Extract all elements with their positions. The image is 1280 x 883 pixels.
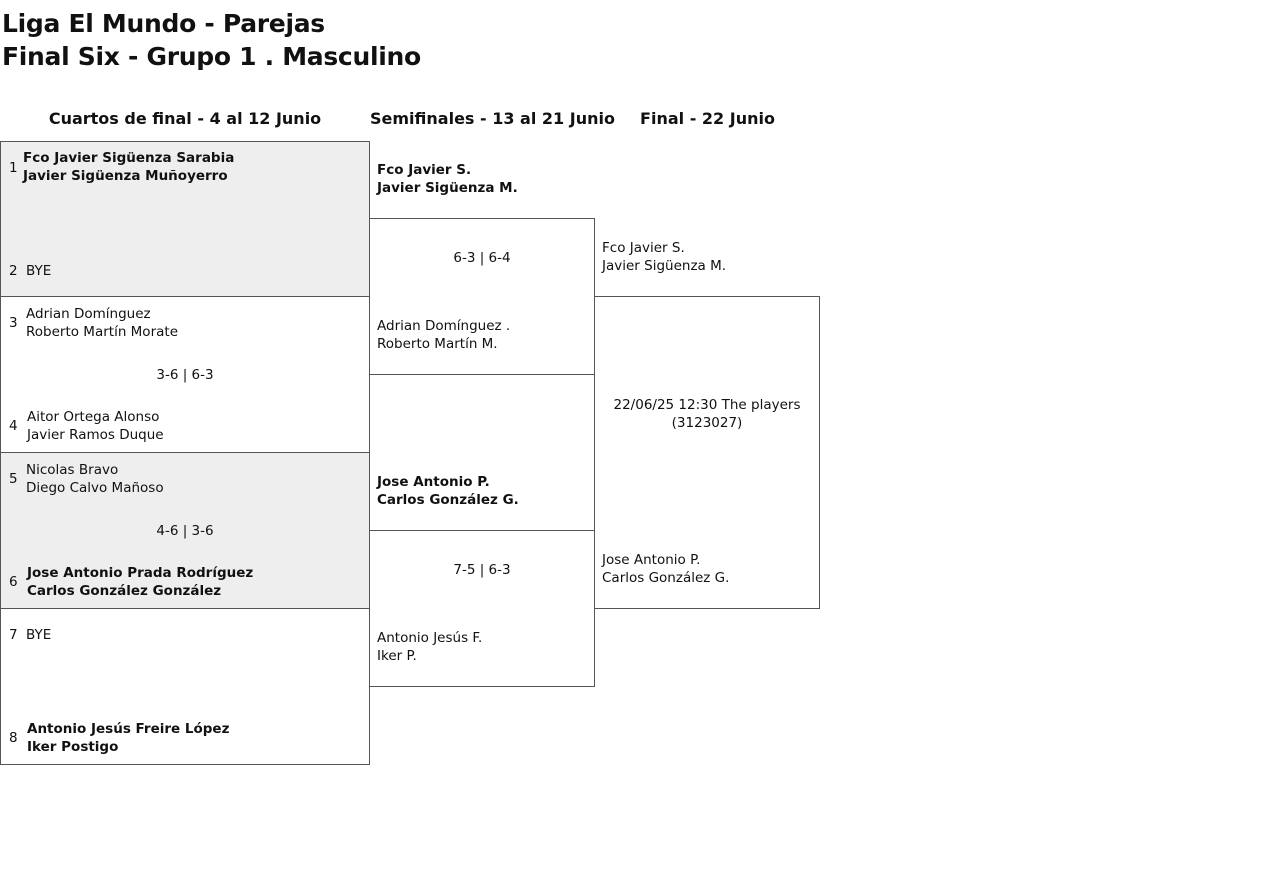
round-header-quarters: Cuartos de final - 4 al 12 Junio — [48, 109, 322, 128]
match-score: 6-3 | 6-4 — [453, 250, 511, 266]
player-name: Jose Antonio P. — [377, 474, 490, 490]
player-name: Iker Postigo — [27, 739, 119, 755]
player-name: Fco Javier Sigüenza Sarabia — [23, 150, 235, 166]
player-name: Jose Antonio P. — [602, 552, 701, 568]
player-name: Javier Sigüenza Muñoyerro — [23, 168, 228, 184]
player-name: Roberto Martín Morate — [26, 324, 178, 340]
player-name: Adrian Domínguez . — [377, 318, 511, 334]
semi-2-top-team[interactable]: Jose Antonio P. Carlos González G. — [377, 473, 519, 509]
page-subtitle: Final Six - Grupo 1 . Masculino — [2, 42, 421, 71]
team-name[interactable]: Adrian Domínguez . Roberto Martín M. — [377, 317, 510, 353]
final-match[interactable]: 22/06/25 12:30 The players (3123027) Jos… — [594, 296, 820, 609]
player-name: Iker P. — [377, 648, 417, 664]
player-name: Antonio Jesús Freire López — [27, 721, 230, 737]
semi-match-2[interactable]: 7-5 | 6-3 Antonio Jesús F. Iker P. — [369, 530, 595, 687]
quarter-match-3[interactable]: 5 Nicolas Bravo Diego Calvo Mañoso 4-6 |… — [0, 452, 370, 609]
team-name[interactable]: Fco Javier Sigüenza Sarabia Javier Sigüe… — [23, 149, 234, 185]
player-name: Carlos González G. — [602, 570, 730, 586]
seed-number: 8 — [9, 730, 18, 746]
quarter-match-4[interactable]: 7 BYE 8 Antonio Jesús Freire López Iker … — [0, 608, 370, 765]
player-name: Antonio Jesús F. — [377, 630, 483, 646]
player-name: Fco Javier S. — [377, 162, 472, 178]
match-score: 4-6 | 3-6 — [156, 523, 214, 539]
team-name[interactable]: Jose Antonio P. Carlos González G. — [602, 551, 729, 587]
player-name: Javier Sigüenza M. — [602, 258, 727, 274]
player-name: Jose Antonio Prada Rodríguez — [27, 565, 254, 581]
page-title: Liga El Mundo - Parejas — [2, 9, 325, 38]
player-name: Nicolas Bravo — [26, 462, 119, 478]
player-name: Carlos González González — [27, 583, 222, 599]
team-name[interactable]: Adrian Domínguez Roberto Martín Morate — [26, 305, 178, 341]
seed-number: 6 — [9, 574, 18, 590]
player-name: BYE — [26, 263, 52, 279]
team-name[interactable]: Antonio Jesús F. Iker P. — [377, 629, 482, 665]
seed-number: 5 — [9, 471, 18, 487]
schedule-id: (3123027) — [671, 415, 743, 431]
schedule-date: 22/06/25 12:30 The players — [613, 397, 801, 413]
quarter-match-1[interactable]: 1 Fco Javier Sigüenza Sarabia Javier Sig… — [0, 141, 370, 297]
player-name: Adrian Domínguez — [26, 306, 151, 322]
player-name: Aitor Ortega Alonso — [27, 409, 160, 425]
round-header-semis: Semifinales - 13 al 21 Junio — [370, 109, 615, 128]
match-score: 3-6 | 6-3 — [156, 367, 214, 383]
team-name[interactable]: Aitor Ortega Alonso Javier Ramos Duque — [27, 408, 164, 444]
final-top-team[interactable]: Fco Javier S. Javier Sigüenza M. — [602, 239, 726, 275]
team-name[interactable]: BYE — [26, 262, 51, 280]
match-score: 7-5 | 6-3 — [453, 562, 511, 578]
team-name[interactable]: Antonio Jesús Freire López Iker Postigo — [27, 720, 229, 756]
seed-number: 3 — [9, 315, 18, 331]
team-name[interactable]: Jose Antonio Prada Rodríguez Carlos Gonz… — [27, 564, 253, 600]
round-header-final: Final - 22 Junio — [640, 109, 775, 128]
player-name: Roberto Martín M. — [377, 336, 498, 352]
match-schedule: 22/06/25 12:30 The players (3123027) — [595, 396, 819, 432]
player-name: Diego Calvo Mañoso — [26, 480, 164, 496]
seed-number: 1 — [9, 160, 18, 176]
semi-match-1[interactable]: 6-3 | 6-4 Adrian Domínguez . Roberto Mar… — [369, 218, 595, 375]
player-name: Javier Sigüenza M. — [377, 180, 518, 196]
team-name[interactable]: Nicolas Bravo Diego Calvo Mañoso — [26, 461, 164, 497]
player-name: Carlos González G. — [377, 492, 519, 508]
player-name: Javier Ramos Duque — [27, 427, 164, 443]
semi-1-top-team[interactable]: Fco Javier S. Javier Sigüenza M. — [377, 161, 518, 197]
seed-number: 4 — [9, 418, 18, 434]
team-name[interactable]: BYE — [26, 626, 51, 644]
player-name: Fco Javier S. — [602, 240, 685, 256]
seed-number: 2 — [9, 263, 18, 279]
seed-number: 7 — [9, 627, 18, 643]
player-name: BYE — [26, 627, 52, 643]
quarter-match-2[interactable]: 3 Adrian Domínguez Roberto Martín Morate… — [0, 296, 370, 453]
